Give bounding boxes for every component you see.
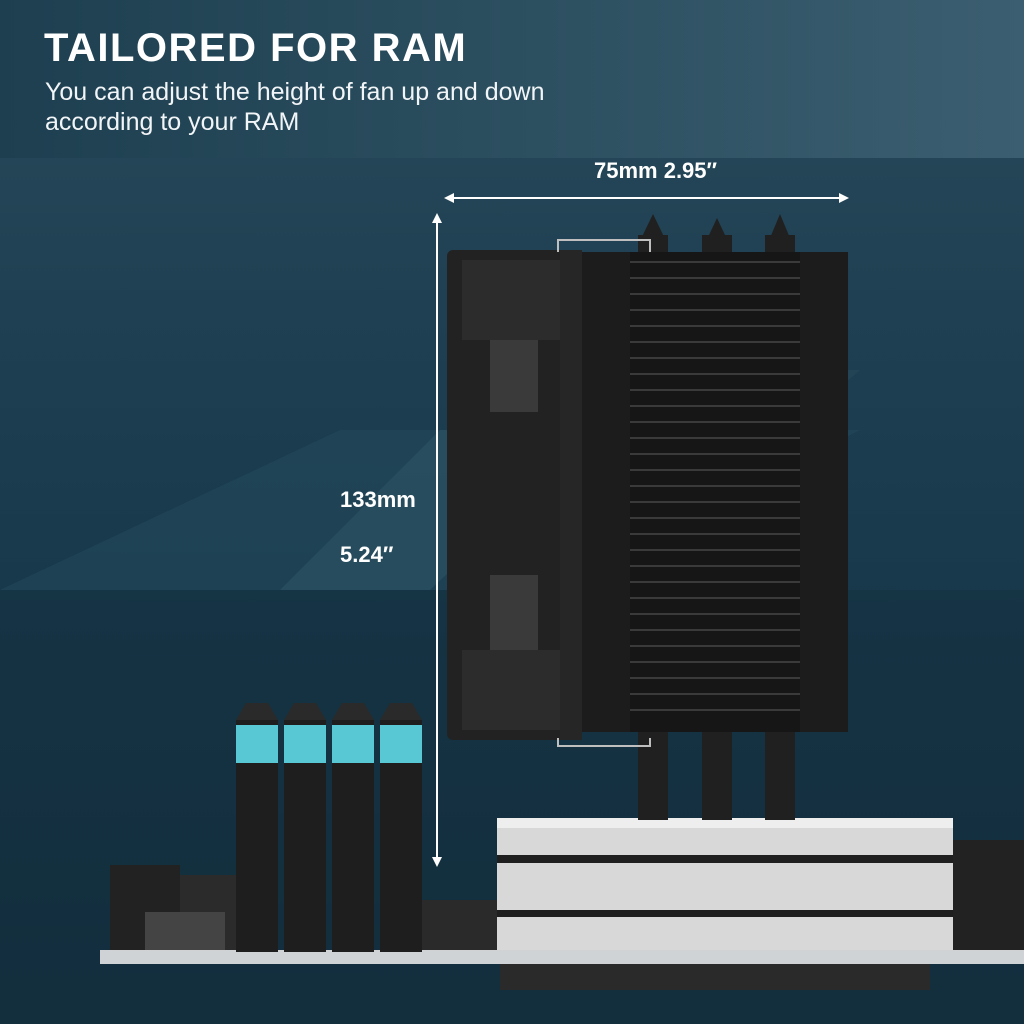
ram-stick — [332, 703, 374, 952]
header-band — [0, 0, 1024, 158]
ram-stick — [284, 703, 326, 952]
height-dimension-in: 5.24″ — [340, 542, 394, 567]
page-title: TAILORED FOR RAM — [44, 26, 468, 70]
heatsink-fins — [580, 252, 848, 732]
cooling-fan — [447, 250, 582, 740]
page-subtitle: You can adjust the height of fan up and … — [45, 78, 545, 136]
fan-clips — [557, 239, 651, 747]
ram-stick — [236, 703, 278, 952]
motherboard — [100, 840, 1024, 990]
height-dimension-mm: 133mm — [340, 487, 416, 512]
cooler-base — [497, 818, 953, 950]
ram-stick — [380, 703, 422, 952]
width-dimension-label: 75mm 2.95″ — [594, 158, 718, 183]
ram-modules — [236, 703, 422, 952]
double-arrow-icon — [444, 193, 849, 203]
double-arrow-icon — [432, 213, 442, 867]
